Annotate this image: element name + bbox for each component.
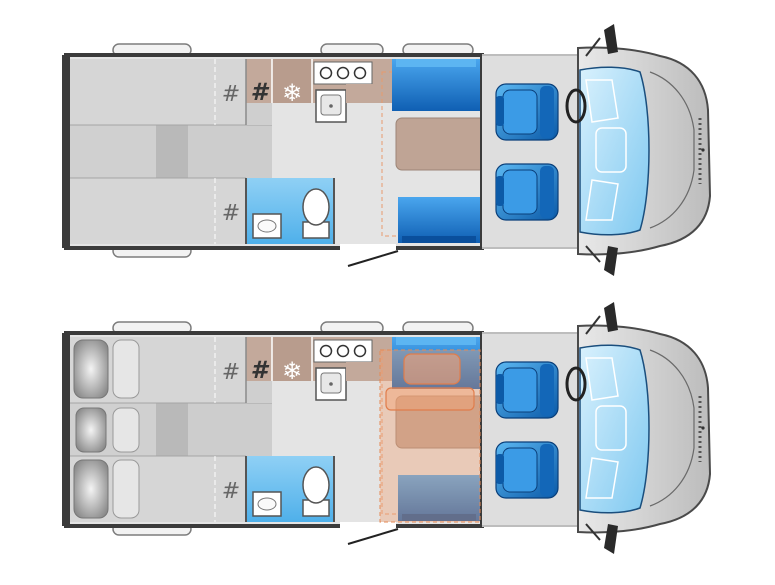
floor-plan-day <box>66 24 710 276</box>
floor-plan-night <box>66 302 710 554</box>
